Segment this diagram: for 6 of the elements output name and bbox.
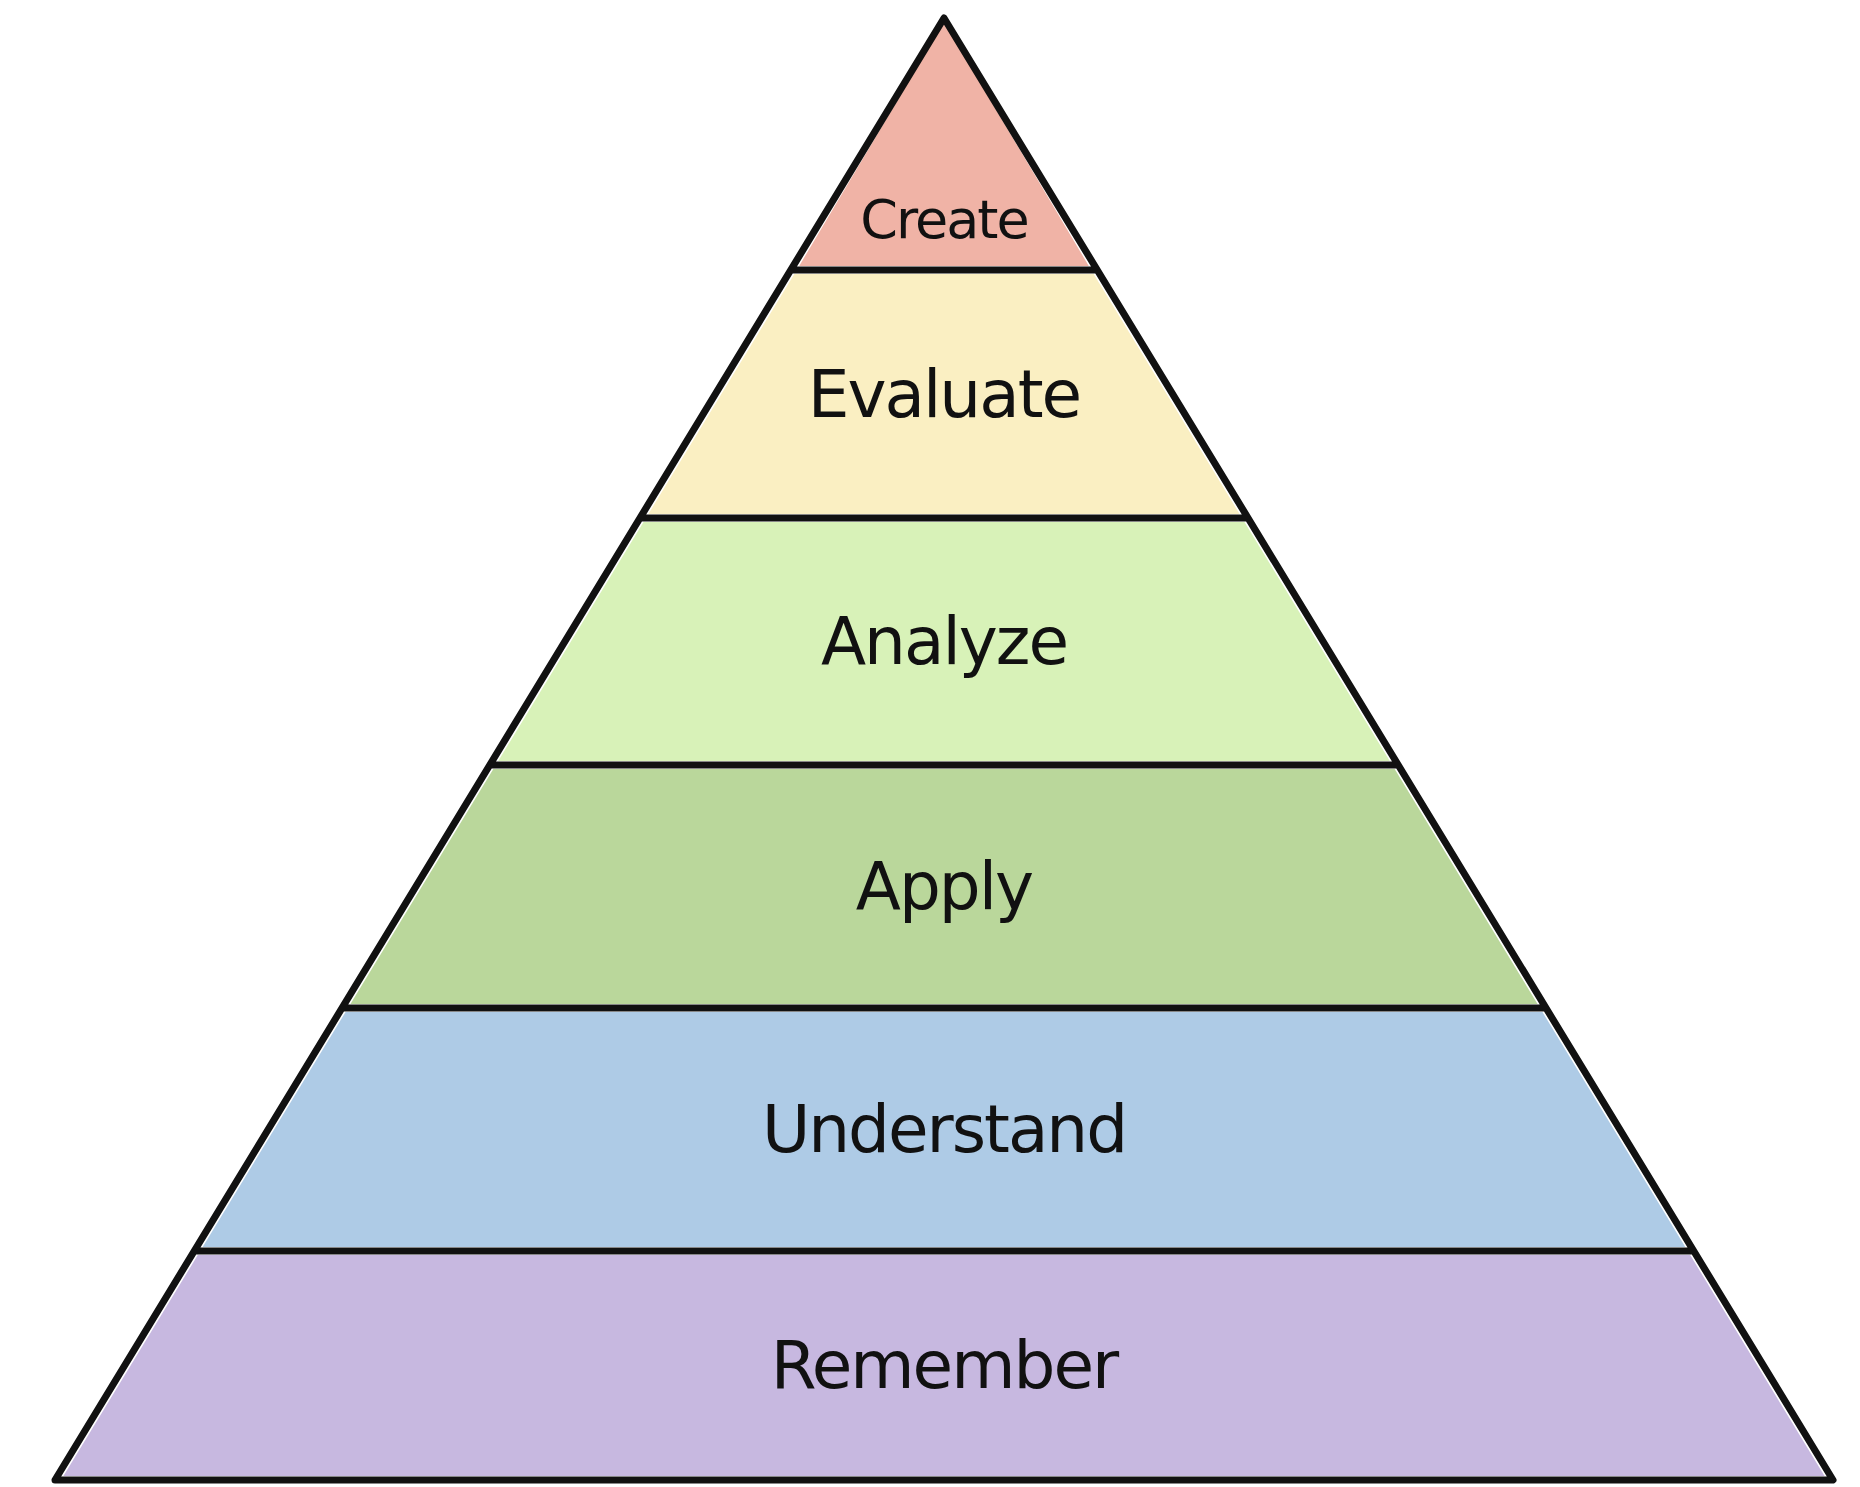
level-label: Apply xyxy=(855,848,1033,925)
level-label: Evaluate xyxy=(807,355,1081,433)
level-label: Understand xyxy=(761,1091,1127,1168)
level-label: Create xyxy=(860,187,1028,251)
level-label: Remember xyxy=(770,1327,1118,1404)
level-label: Analyze xyxy=(820,603,1068,680)
